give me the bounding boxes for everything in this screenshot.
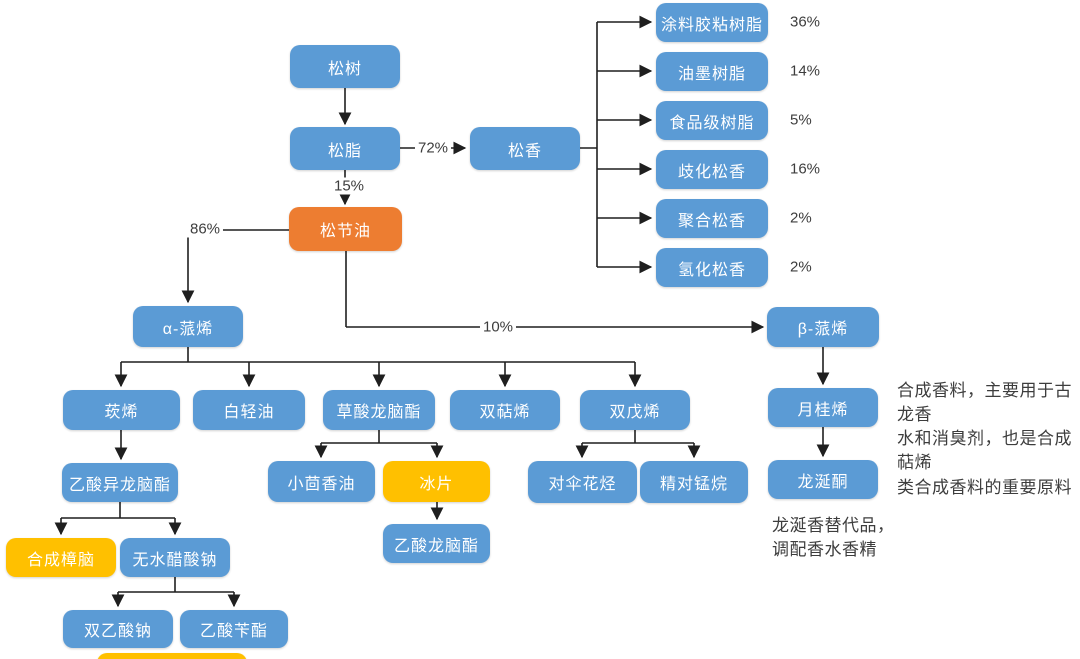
node-label: 龙涎酮 (797, 473, 849, 491)
share-hydrogenated-rosin: 2% (790, 258, 812, 276)
node-label: 冰片 (419, 475, 454, 493)
node-white-light-oil: 白轻油 (193, 390, 305, 430)
node-camphene: 莰烯 (63, 390, 180, 430)
node-turpentine: 松节油 (289, 207, 402, 251)
node-bornyl-acetate: 乙酸龙脑酯 (383, 524, 490, 563)
node-label: 松香 (507, 142, 542, 160)
node-disproportionated-rosin: 歧化松香 (656, 150, 768, 189)
node-p-menthane: 精对锰烷 (640, 461, 748, 503)
node-label: 松节油 (319, 223, 371, 240)
node-bornyl-oxalate: 草酸龙脑酯 (323, 390, 435, 430)
node-label: 精对锰烷 (659, 476, 728, 493)
node-hydrogenated-rosin: 氢化松香 (656, 248, 768, 287)
node-pine-resin: 松脂 (290, 127, 400, 170)
node-label: 涂料胶粘树脂 (660, 16, 763, 34)
node-beta-pinene: β-蒎烯 (767, 307, 879, 347)
node-label: 月桂烯 (797, 401, 849, 419)
share-disproportionated-rosin: 16% (790, 160, 821, 178)
node-label: 白轻油 (223, 404, 275, 421)
node-myrcene: 月桂烯 (768, 388, 878, 427)
share-food-grade-resin: 5% (790, 111, 812, 129)
node-label: 草酸龙脑酯 (336, 404, 422, 421)
node-label: 松脂 (327, 142, 362, 160)
node-label: 乙酸龙脑酯 (393, 537, 479, 555)
node-label: 合成樟脑 (26, 551, 95, 569)
flow-label-turpentine-to-beta: 10% (479, 318, 517, 336)
node-benzyl-acetate: 乙酸苄酯 (180, 610, 288, 648)
node-ambrone: 龙涎酮 (768, 460, 878, 499)
node-p-cymene: 对伞花烃 (528, 461, 637, 503)
node-label: 乙酸苄酯 (199, 623, 268, 640)
node-partial-bottom (97, 653, 247, 659)
node-sodium-diacetate: 双乙酸钠 (63, 610, 173, 648)
flow-label-resin-to-rosin: 72% (414, 139, 452, 157)
node-rosin: 松香 (470, 127, 580, 170)
node-diterpene: 双萜烯 (450, 390, 560, 430)
node-anhydrous-sodium-acetate: 无水醋酸钠 (120, 538, 230, 577)
node-label: α-蒎烯 (162, 320, 214, 338)
node-coating-adhesive-resin: 涂料胶粘树脂 (656, 3, 768, 42)
share-polymerized-rosin: 2% (790, 209, 812, 227)
node-label: 双戊烯 (609, 404, 661, 421)
node-label: 双萜烯 (479, 404, 531, 421)
node-label: 歧化松香 (677, 163, 746, 181)
annotation-myrcene-note: 合成香料，主要用于古龙香 水和消臭剂，也是合成萜烯 类合成香料的重要原料 (897, 381, 1072, 497)
node-fennel-oil: 小茴香油 (268, 461, 375, 502)
node-label: 氢化松香 (677, 261, 746, 279)
node-label: 聚合松香 (677, 212, 746, 230)
node-pine-tree: 松树 (290, 45, 400, 88)
node-polymerized-rosin: 聚合松香 (656, 199, 768, 238)
node-label: 对伞花烃 (548, 476, 617, 493)
node-label: β-蒎烯 (797, 321, 849, 338)
node-label: 油墨树脂 (677, 65, 746, 83)
share-coating-adhesive-resin: 36% (790, 13, 821, 31)
share-ink-resin: 14% (790, 62, 821, 80)
annotation-ambrone-note: 龙涎香替代品， 调配香水香精 (772, 516, 895, 560)
node-label: 莰烯 (104, 404, 139, 421)
flow-label-turpentine-to-alpha: 86% (186, 220, 224, 238)
node-label: 小茴香油 (287, 475, 356, 493)
node-label: 无水醋酸钠 (132, 551, 218, 569)
node-label: 食品级树脂 (669, 114, 755, 132)
node-label: 双乙酸钠 (83, 623, 152, 640)
node-ink-resin: 油墨树脂 (656, 52, 768, 91)
node-food-grade-resin: 食品级树脂 (656, 101, 768, 140)
node-synthetic-camphor: 合成樟脑 (6, 538, 116, 577)
node-alpha-pinene: α-蒎烯 (133, 306, 243, 347)
node-label: 松树 (327, 60, 362, 78)
node-isobornyl-acetate: 乙酸异龙脑酯 (62, 463, 178, 502)
node-label: 乙酸异龙脑酯 (68, 476, 171, 494)
node-borneol: 冰片 (383, 461, 490, 502)
node-dipentene: 双戊烯 (580, 390, 690, 430)
flow-label-resin-to-turpentine: 15% (330, 177, 368, 195)
